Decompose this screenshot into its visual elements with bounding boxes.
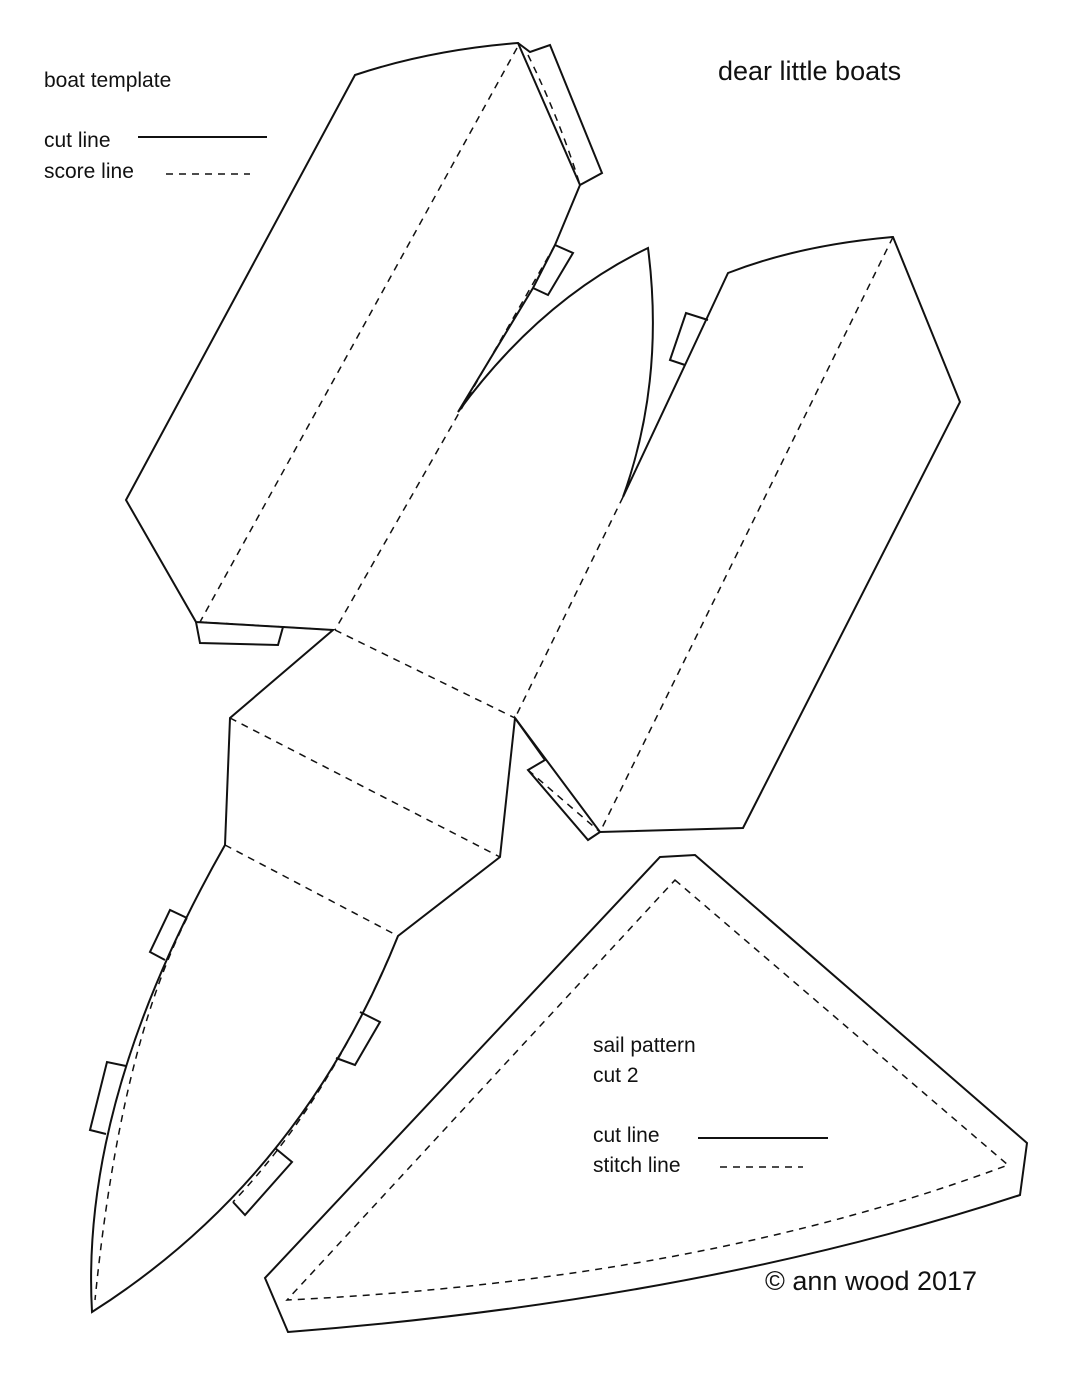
sail-stitch-line-label: stitch line	[593, 1154, 681, 1177]
sail-pattern	[263, 853, 1029, 1334]
hull-tab-4	[232, 1147, 294, 1217]
side-tab-1	[532, 244, 575, 297]
bow-tab	[517, 42, 604, 186]
copyright: © ann wood 2017	[765, 1266, 978, 1296]
boat-template	[88, 41, 962, 1314]
sail-quantity: cut 2	[593, 1064, 639, 1087]
boat-outline	[90, 41, 962, 1314]
hull-tab-3	[335, 1011, 382, 1067]
score-lines	[94, 47, 894, 1301]
stern-tab-left	[195, 621, 284, 647]
side-tab-2	[668, 311, 709, 366]
boat-template-title: boat template	[44, 69, 172, 92]
hull-tab-2	[88, 1060, 127, 1135]
sail-outline	[263, 853, 1029, 1334]
boat-cut-line-label: cut line	[44, 129, 111, 152]
sail-pattern-title: sail pattern	[593, 1034, 696, 1057]
hull-tab-1	[148, 908, 188, 961]
sail-stitch-line	[285, 878, 1010, 1301]
page-title: dear little boats	[718, 56, 902, 86]
boat-score-line-label: score line	[44, 160, 134, 183]
sail-cut-line-label: cut line	[593, 1124, 660, 1147]
